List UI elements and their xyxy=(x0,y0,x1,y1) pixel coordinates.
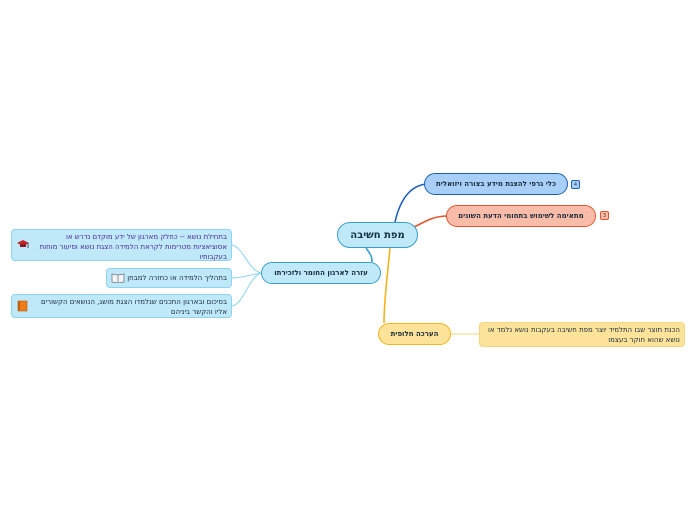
notebook-icon xyxy=(17,300,28,312)
leaf-process[interactable]: בתהליך הלמידה או כחזרה למבחן xyxy=(106,268,232,288)
branch-fields[interactable]: מתאימה לשימוש בתחומי הדעת השונים xyxy=(446,205,596,227)
branch-fields-label: מתאימה לשימוש בתחומי הדעת השונים xyxy=(458,212,584,220)
leaf-summary[interactable]: בסיכום ובארגון התכנים שנלמדו הצגת מושג, … xyxy=(11,294,232,318)
branch-assessment-label: הערכה חלופית xyxy=(390,330,439,338)
branch-assessment[interactable]: הערכה חלופית xyxy=(378,323,451,345)
graduation-cap-icon xyxy=(17,240,29,248)
connector-root-fields xyxy=(411,215,449,229)
leaf-process-text: בתהליך הלמידה או כחזרה למבחן xyxy=(127,274,227,282)
root-topic[interactable]: מפת חשיבה xyxy=(337,222,418,248)
connector-organize-intro xyxy=(231,244,262,274)
leaf-intro-text: בתחילת נושא -- כחלק מארגון של ידע מוקדם … xyxy=(39,233,227,261)
connector-root-organize xyxy=(365,247,373,263)
branch-visual-count-badge[interactable]: 4 xyxy=(571,180,580,189)
book-icon xyxy=(111,273,125,283)
branch-fields-count-badge[interactable]: 3 xyxy=(600,211,609,220)
connector-organize-process xyxy=(231,272,262,279)
leaf-summary-text: בסיכום ובארגון התכנים שנלמדו הצגת מושג, … xyxy=(40,298,227,316)
branch-visual-tool-label: כלי גרפי להצגת מידע בצורה ויזואלית xyxy=(436,180,556,188)
connector-organize-summary xyxy=(231,272,262,307)
root-topic-label: מפת חשיבה xyxy=(350,229,405,241)
leaf-assessment-note[interactable]: הכנת תוצר שבו התלמיד יוצר מפת חשיבה בעקב… xyxy=(479,322,685,347)
leaf-intro[interactable]: בתחילת נושא -- כחלק מארגון של ידע מוקדם … xyxy=(11,229,232,261)
branch-organize-label: עזרה לארגון החומר ולזכירתו xyxy=(274,269,368,277)
branch-visual-tool[interactable]: כלי גרפי להצגת מידע בצורה ויזואלית xyxy=(424,173,568,195)
connector-root-assessment xyxy=(383,247,391,324)
connector-root-visual xyxy=(394,183,427,223)
branch-organize[interactable]: עזרה לארגון החומר ולזכירתו xyxy=(261,262,381,284)
